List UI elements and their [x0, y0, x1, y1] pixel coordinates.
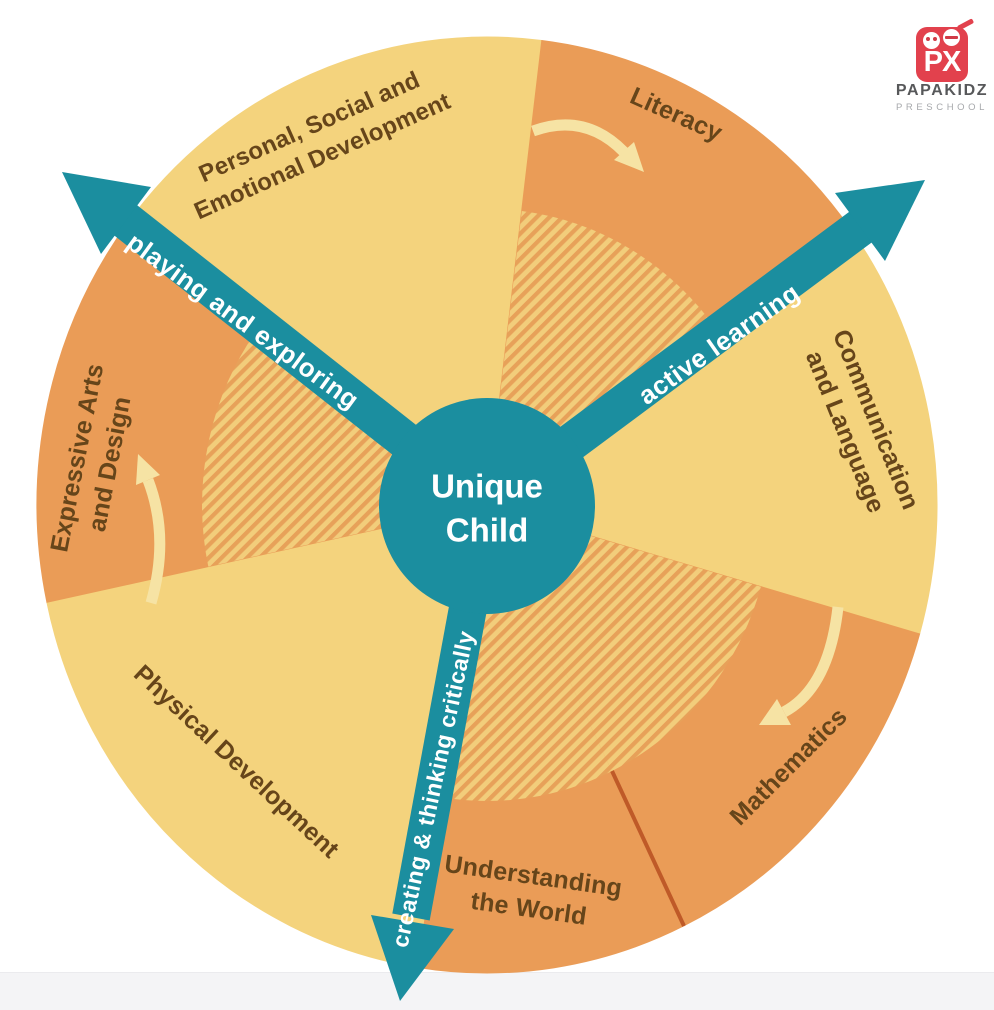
- brand-logo: PX PAPAKIDZ PRESCHOOL: [894, 18, 990, 113]
- center-label-line: Unique: [431, 467, 543, 505]
- smiley-face-icon: [923, 32, 940, 49]
- curved-arrow-literacy: [531, 119, 644, 172]
- segment-physical-development: [46, 504, 488, 968]
- center-label-line: Child: [445, 511, 529, 548]
- center-label: Unique Child: [431, 464, 543, 551]
- pan-face-icon: [943, 29, 960, 46]
- unique-child-circle: [379, 398, 595, 614]
- segment-divider-line: [610, 770, 686, 927]
- logo-monogram: PX: [923, 46, 962, 78]
- segment-personal-social-emotional: [126, 36, 543, 506]
- curved-arrow-mathematics: [759, 606, 844, 725]
- papakidz-logo-icon: PX: [916, 18, 975, 82]
- segment-communication-language: [485, 229, 938, 635]
- brand-name: PAPAKIDZ: [895, 82, 989, 99]
- brand-tagline: PRESCHOOL: [895, 102, 989, 113]
- curved-arrow-expressive: [136, 454, 166, 605]
